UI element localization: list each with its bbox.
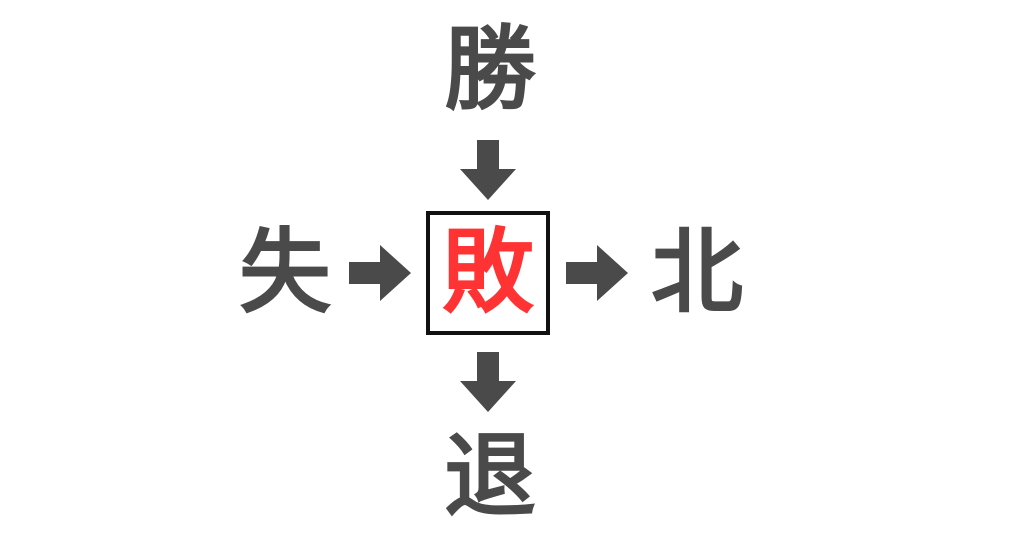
arrow-right-icon bbox=[349, 245, 411, 301]
kanji-right: 北 bbox=[650, 219, 743, 326]
kanji-top: 勝 bbox=[443, 16, 536, 123]
kanji-bottom: 退 bbox=[443, 423, 536, 530]
arrow-down-icon bbox=[460, 140, 516, 200]
arrow-down-icon bbox=[460, 352, 516, 412]
arrow-right-icon bbox=[566, 245, 628, 301]
kanji-left: 失 bbox=[238, 219, 331, 326]
answer-box: 敗 bbox=[426, 211, 550, 335]
kanji-center-answer: 敗 bbox=[441, 219, 534, 326]
